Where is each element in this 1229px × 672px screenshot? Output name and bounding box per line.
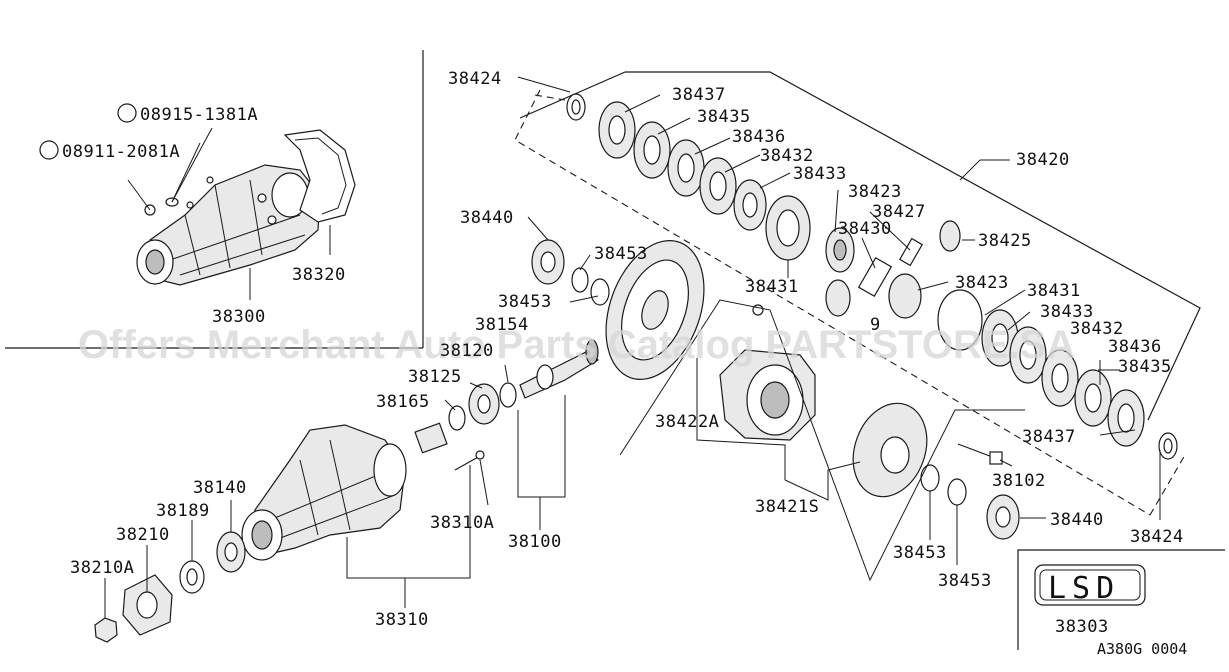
label-38303[interactable]: 38303 (1055, 617, 1109, 637)
label-38154[interactable]: 38154 (475, 315, 529, 335)
label-38433-top[interactable]: 38433 (793, 164, 847, 184)
label-38440-bottom[interactable]: 38440 (1050, 510, 1104, 530)
bolt-washer-small[interactable] (127, 127, 213, 216)
diff-housing-lower[interactable] (241, 424, 485, 561)
label-38310[interactable]: 38310 (375, 610, 429, 630)
lsd-clutch-stack[interactable] (566, 93, 1178, 460)
label-38300[interactable]: 38300 (212, 307, 266, 327)
label-38100[interactable]: 38100 (508, 532, 562, 552)
ring-gear[interactable] (588, 227, 722, 393)
label-38431-right[interactable]: 38431 (1027, 281, 1081, 301)
label-38431-mid[interactable]: 38431 (745, 277, 799, 297)
label-38189[interactable]: 38189 (156, 501, 210, 521)
label-38436-right[interactable]: 38436 (1108, 337, 1162, 357)
label-38440-top[interactable]: 38440 (460, 208, 514, 228)
label-38421s[interactable]: 38421S (755, 497, 819, 517)
diagram-code: A380G 0004 (1097, 640, 1187, 658)
label-38435-top[interactable]: 38435 (697, 107, 751, 127)
label-38140[interactable]: 38140 (193, 478, 247, 498)
label-38102[interactable]: 38102 (992, 471, 1046, 491)
leader-lines (104, 76, 1161, 618)
label-38436-top[interactable]: 38436 (732, 127, 786, 147)
label-38433-right[interactable]: 38433 (1040, 302, 1094, 322)
diff-case-cover[interactable] (841, 393, 940, 507)
label-38320[interactable]: 38320 (292, 265, 346, 285)
label-38437-right[interactable]: 38437 (1022, 427, 1076, 447)
label-bolt-n[interactable]: 08911-2081A (62, 142, 180, 162)
diff-housing-upper[interactable] (136, 164, 321, 286)
label-38424-right[interactable]: 38424 (1130, 527, 1184, 547)
label-38453-b[interactable]: 38453 (498, 292, 552, 312)
label-38310a[interactable]: 38310A (430, 513, 494, 533)
label-38125[interactable]: 38125 (408, 367, 462, 387)
label-bolt-w[interactable]: 08915-1381A (140, 105, 258, 125)
label-38210[interactable]: 38210 (116, 525, 170, 545)
lsd-badge[interactable]: LSD (1034, 564, 1146, 606)
label-38420[interactable]: 38420 (1016, 150, 1070, 170)
part-labels: 38424 38437 38435 38436 38432 38433 3842… (62, 69, 1187, 658)
drive-pinion[interactable] (414, 339, 599, 454)
label-38435-right[interactable]: 38435 (1118, 357, 1172, 377)
label-38427[interactable]: 38427 (872, 202, 926, 222)
watermark: Offers Merchant Auto Parts Catalog PARTS… (78, 323, 1075, 367)
w-marker (117, 103, 137, 123)
label-38120[interactable]: 38120 (440, 341, 494, 361)
diff-case[interactable] (719, 349, 816, 441)
label-38165[interactable]: 38165 (376, 392, 430, 412)
label-38422a[interactable]: 38422A (655, 412, 719, 432)
label-38437-top[interactable]: 38437 (672, 85, 726, 105)
label-38432-top[interactable]: 38432 (760, 146, 814, 166)
label-38423-top[interactable]: 38423 (848, 182, 902, 202)
label-38423-mid[interactable]: 38423 (955, 273, 1009, 293)
label-38432-right[interactable]: 38432 (1070, 319, 1124, 339)
label-38453-a[interactable]: 38453 (594, 244, 648, 264)
label-38424-top[interactable]: 38424 (448, 69, 502, 89)
label-38210a[interactable]: 38210A (70, 558, 134, 578)
side-bearings[interactable] (531, 239, 1020, 540)
lsd-badge-text: LSD (1048, 571, 1120, 606)
label-38453-c[interactable]: 38453 (893, 543, 947, 563)
label-38453-d[interactable]: 38453 (938, 571, 992, 591)
housing-gasket[interactable] (283, 129, 356, 223)
label-38425[interactable]: 38425 (978, 231, 1032, 251)
pinion-front-parts[interactable] (94, 531, 246, 643)
label-38430[interactable]: 38430 (838, 219, 892, 239)
section-frame-lines (5, 50, 1225, 650)
label-38424-partial: 9 (870, 315, 881, 335)
n-marker (39, 140, 59, 160)
